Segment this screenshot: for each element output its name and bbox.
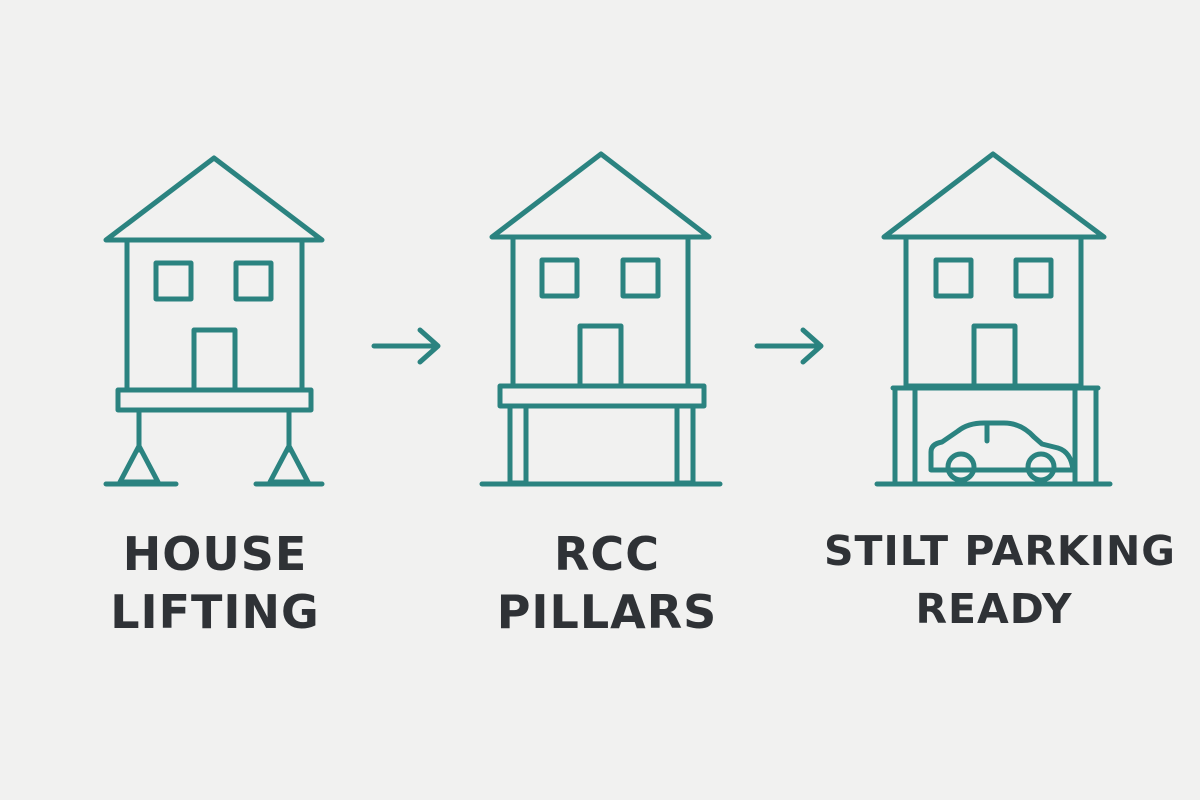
floor-slab [497, 383, 707, 409]
step-label-house-lifting: HOUSE LIFTING [45, 525, 385, 641]
window-right [233, 260, 274, 302]
house-body [510, 234, 691, 389]
step-label-line2: READY [915, 585, 1073, 633]
door [577, 323, 624, 389]
window-right [620, 257, 661, 299]
window-right [1013, 257, 1054, 299]
step-label-line2: LIFTING [110, 585, 320, 639]
lift-beam [115, 387, 314, 413]
window-left [933, 257, 974, 299]
window-left [153, 260, 194, 302]
step-label-rcc-pillars: RCC PILLARS [437, 525, 777, 641]
roof [489, 151, 712, 240]
step-label-line1: HOUSE [122, 527, 308, 581]
house-on-jacks-icon [103, 155, 325, 487]
window-left [539, 257, 580, 299]
step-label-line1: RCC [554, 527, 660, 581]
arrow-right-icon [371, 327, 441, 365]
roof [881, 151, 1107, 240]
door [191, 327, 238, 393]
house-body [903, 234, 1084, 389]
roof [103, 155, 325, 243]
house-on-pillars-icon [479, 151, 723, 487]
house-with-stilt-parking-icon [874, 151, 1113, 487]
pillar-left [507, 403, 529, 486]
car-icon [928, 420, 1076, 483]
arrow-right-icon [754, 327, 824, 365]
house-body [124, 237, 305, 393]
step-label-line2: PILLARS [496, 585, 718, 639]
step-label-stilt-parking-ready: STILT PARKING READY [824, 522, 1176, 638]
step-label-line1: STILT PARKING [824, 527, 1176, 575]
door [971, 323, 1018, 389]
pillar-right [674, 403, 696, 486]
